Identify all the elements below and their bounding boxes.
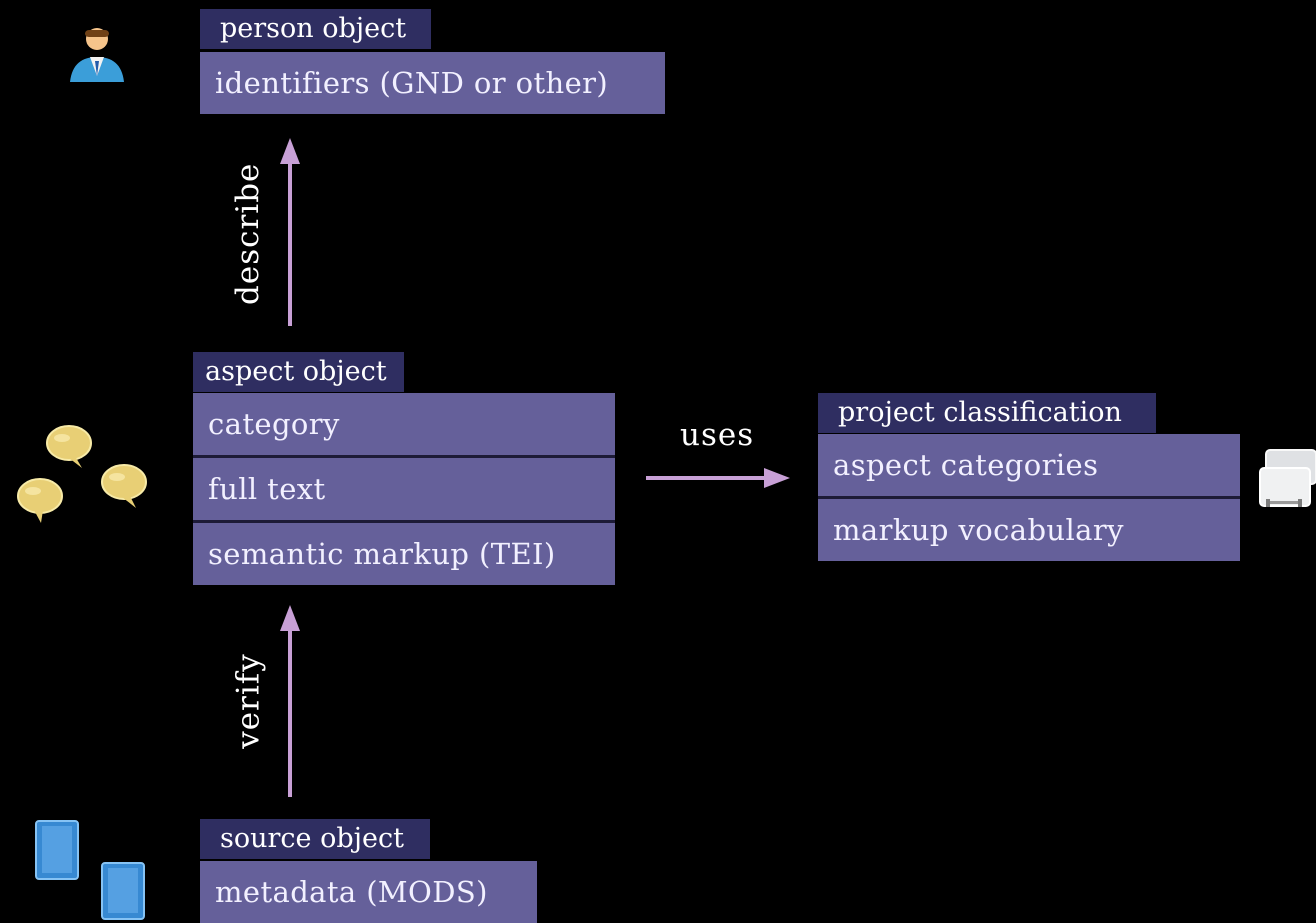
speech-bubbles-icon [17, 425, 147, 523]
project-separator [818, 496, 1240, 499]
person-identifiers-field: identifiers (GND or other) [200, 52, 665, 114]
project-aspect-categories-field: aspect categories [818, 434, 1240, 496]
aspect-semantic-markup-field: semantic markup (TEI) [193, 523, 615, 585]
folders-icon [1259, 449, 1316, 507]
aspect-category-field: category [193, 393, 615, 455]
uses-label: uses [680, 417, 755, 453]
person-icon [70, 28, 124, 82]
source-metadata-field: metadata (MODS) [200, 861, 537, 923]
verify-arrow [280, 605, 300, 797]
source-object-title: source object [200, 819, 430, 859]
aspect-full-text-field: full text [193, 458, 615, 520]
aspect-separator-1 [193, 455, 615, 458]
aspect-separator-2 [193, 520, 615, 523]
project-markup-vocabulary-field: markup vocabulary [818, 499, 1240, 561]
describe-label: describe [230, 162, 266, 305]
uses-arrow [646, 468, 790, 488]
books-icon [35, 820, 145, 920]
aspect-object-title: aspect object [193, 352, 404, 392]
describe-arrow [280, 138, 300, 326]
project-classification-title: project classification [818, 393, 1156, 433]
person-object-title: person object [200, 9, 431, 49]
verify-label: verify [230, 653, 267, 749]
